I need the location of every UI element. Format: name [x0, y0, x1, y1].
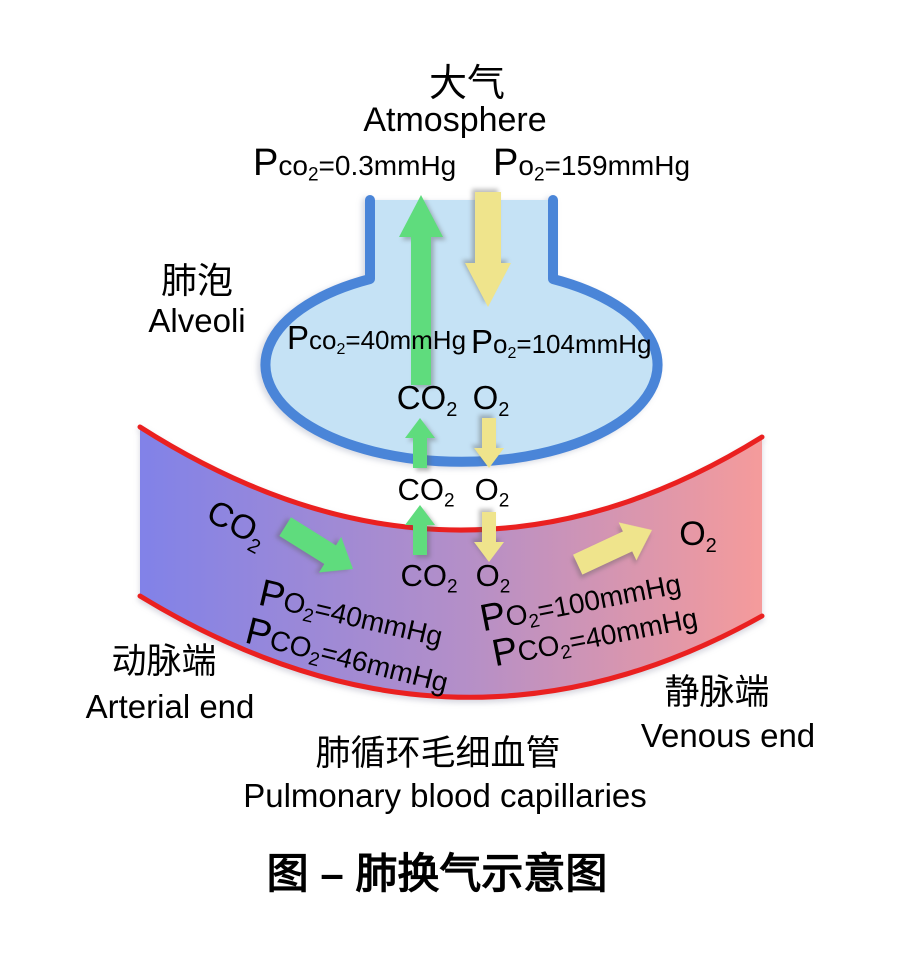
o2-in-arrow-large	[465, 192, 511, 307]
gas-symbol: o	[518, 150, 534, 181]
o2-label-alveolus: O2	[472, 379, 510, 420]
alveolus-shape	[260, 195, 663, 467]
o2-down-arrow-membrane	[474, 418, 504, 468]
gas-symbol: o	[493, 329, 508, 359]
o2-flow-arrow-venous	[573, 522, 652, 575]
co2-flow-arrow-arterial	[279, 517, 353, 573]
gas-text: O	[474, 472, 499, 507]
gas-subscript: 2	[446, 399, 458, 421]
o2-label-interstitial: O2	[474, 472, 510, 511]
arterial-end-label-zh: 动脉端	[111, 642, 217, 681]
capillary-wall-top	[137, 424, 765, 533]
co2-label-alveolus: CO2	[396, 379, 458, 420]
atmosphere-pco2-label: Pco2=0.3mmHg	[253, 142, 457, 185]
co2-up-arrow-membrane	[405, 418, 435, 468]
pressure-value: =0.3mmHg	[318, 150, 457, 181]
venous-end-label-zh: 静脉端	[664, 673, 770, 712]
gas-subscript: 2	[499, 576, 511, 598]
gas-subscript: 2	[336, 340, 346, 358]
gas-subscript: 2	[446, 576, 458, 598]
atmosphere-po2-label: Po2=159mmHg	[493, 142, 691, 185]
atmosphere-label-en: Atmosphere	[363, 101, 547, 139]
arterial-end-label-en: Arterial end	[85, 688, 255, 725]
gas-text: CO	[400, 558, 447, 593]
gas-text: O	[475, 558, 500, 593]
gas-symbol: co	[309, 325, 337, 355]
o2-label-vessel: O2	[475, 558, 511, 597]
alveoli-pco2-label: Pco2=40mmHg	[287, 319, 467, 357]
figure-caption: 图 – 肺换气示意图	[266, 850, 608, 897]
o2-down-arrow-capillary	[474, 512, 504, 562]
pressure-value: =104mmHg	[516, 329, 652, 359]
gas-symbol: O	[503, 597, 531, 633]
pressure-value: =159mmHg	[544, 150, 691, 181]
gas-subscript: 2	[307, 164, 319, 186]
capillary-vessel-group	[137, 424, 765, 700]
gas-text: O	[472, 379, 499, 416]
co2-out-arrow-large	[399, 195, 443, 385]
co2-label-vessel: CO2	[400, 558, 457, 597]
capillary-label-zh: 肺循环毛细血管	[315, 734, 561, 773]
co2-label-interstitial: CO2	[397, 472, 454, 511]
gas-subscript: 2	[443, 490, 455, 512]
venous-end-label-en: Venous end	[640, 717, 816, 754]
gas-text: CO	[396, 379, 447, 416]
capillary-label-en: Pulmonary blood capillaries	[243, 777, 647, 814]
pressure-symbol: P	[253, 142, 279, 184]
gas-subscript: 2	[507, 344, 517, 362]
gas-subscript: 2	[498, 490, 510, 512]
o2-label-venous-flow: O2	[679, 515, 717, 556]
alveolus-group	[260, 195, 663, 467]
gas-text: O	[679, 515, 706, 553]
gas-subscript: 2	[705, 535, 717, 557]
alveoli-label-zh: 肺泡	[160, 260, 234, 301]
gas-symbol: co	[278, 150, 308, 181]
gas-subscript: 2	[533, 164, 545, 186]
pressure-symbol: P	[471, 323, 494, 360]
alveoli-label-en: Alveoli	[148, 302, 246, 339]
alveoli-po2-label: Po2=104mmHg	[471, 323, 652, 361]
gas-symbol: CO	[515, 629, 563, 668]
pressure-symbol: P	[493, 142, 519, 184]
pressure-symbol: P	[287, 319, 310, 356]
gas-text: CO	[397, 472, 444, 507]
capillary-wall-bottom	[137, 593, 765, 700]
capillary-vessel-shape	[140, 427, 762, 698]
co2-up-arrow-capillary	[405, 505, 435, 555]
pressure-value: =40mmHg	[345, 325, 467, 355]
atmosphere-label-zh: 大气	[428, 63, 506, 105]
gas-subscript: 2	[498, 399, 510, 421]
